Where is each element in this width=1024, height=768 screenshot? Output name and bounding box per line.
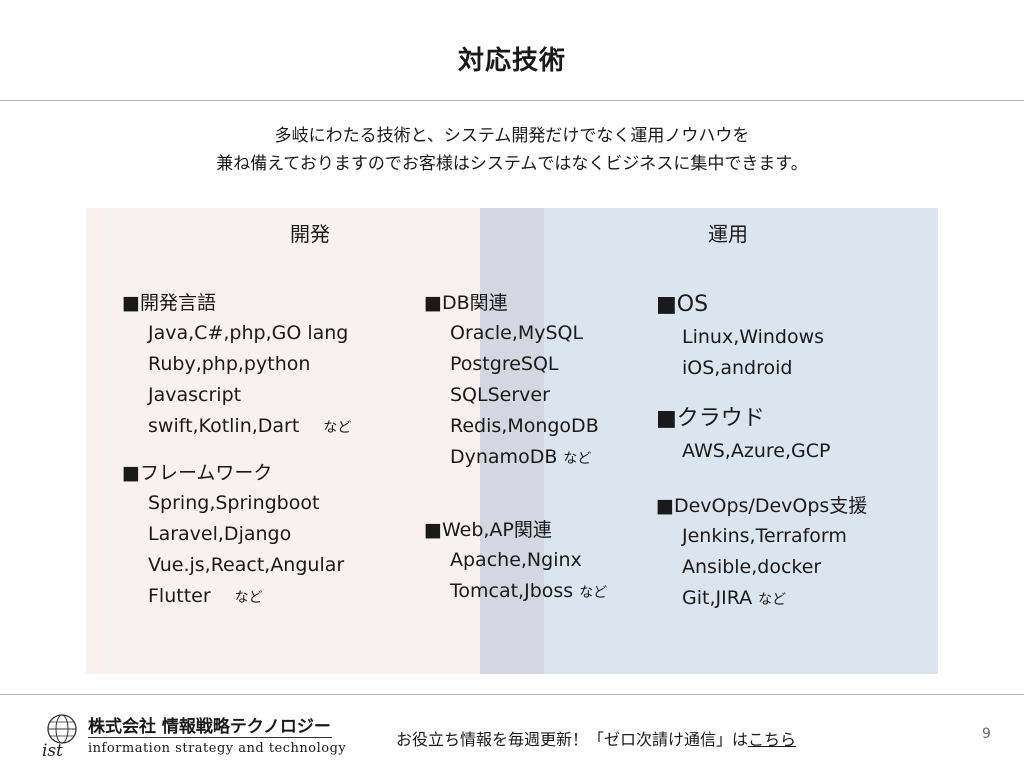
list-item: Ansible,docker	[682, 556, 822, 578]
list-item: Apache,Nginx	[450, 549, 582, 571]
company-name-en: information strategy and technology	[88, 741, 347, 756]
list-item-text: DynamoDB	[450, 446, 558, 468]
list-item: Javascript	[148, 384, 242, 406]
list-item: DynamoDB など	[424, 442, 607, 475]
cloud-group: ■クラウド AWS,Azure,GCP	[656, 402, 867, 467]
etc-suffix: など	[323, 420, 352, 436]
languages-title: ■開発言語	[122, 292, 216, 314]
list-item-text: Tomcat,Jboss	[450, 580, 574, 602]
page-number: 9	[982, 726, 991, 742]
etc-suffix: など	[234, 590, 263, 606]
ops-panel-label: 運用	[708, 222, 748, 246]
title-divider	[0, 100, 1024, 101]
os-group: ■OS Linux,Windows iOS,android	[656, 288, 867, 384]
middle-column: ■DB関連 Oracle,MySQL PostgreSQL SQLServer …	[424, 288, 607, 623]
list-item: Flutter など	[122, 581, 351, 614]
frameworks-title: ■フレームワーク	[122, 462, 273, 484]
cloud-title: ■クラウド	[656, 406, 765, 431]
intro-text: 多岐にわたる技術と、システム開発だけでなく運用ノウハウを 兼ね備えておりますので…	[0, 122, 1024, 178]
web-group: ■Web,AP関連 Apache,Nginx Tomcat,Jboss など	[424, 515, 607, 609]
db-title: ■DB関連	[424, 292, 508, 314]
list-item: Redis,MongoDB	[450, 415, 599, 437]
devops-title: ■DevOps/DevOps支援	[656, 495, 868, 517]
etc-suffix: など	[563, 451, 592, 467]
ops-panel	[480, 208, 938, 674]
panel-overlap	[480, 208, 544, 674]
company-underline	[88, 737, 332, 738]
intro-line-2: 兼ね備えておりますのでお客様はシステムではなくビジネスに集中できます。	[216, 154, 808, 174]
intro-line-1: 多岐にわたる技術と、システム開発だけでなく運用ノウハウを	[274, 126, 750, 146]
list-item: iOS,android	[682, 357, 793, 379]
list-item-text: Flutter	[148, 585, 211, 607]
list-item-text: Git,JIRA	[682, 587, 753, 609]
newsletter-link[interactable]: こちら	[748, 730, 797, 749]
footer-message: お役立ち情報を毎週更新！「ゼロ次請け通信」はこちら	[396, 726, 796, 750]
list-item: Git,JIRA など	[656, 583, 867, 616]
company-logo-icon: ist	[42, 714, 77, 758]
frameworks-group: ■フレームワーク Spring,Springboot Laravel,Djang…	[122, 458, 351, 614]
footer-divider	[0, 694, 1024, 695]
list-item: Oracle,MySQL	[450, 322, 584, 344]
web-title: ■Web,AP関連	[424, 519, 552, 541]
languages-group: ■開発言語 Java,C#,php,GO lang Ruby,php,pytho…	[122, 288, 351, 444]
footer-message-text: お役立ち情報を毎週更新！「ゼロ次請け通信」は	[396, 730, 749, 749]
etc-suffix: など	[758, 592, 787, 608]
list-item: Jenkins,Terraform	[682, 525, 847, 547]
list-item: Ruby,php,python	[148, 353, 311, 375]
devops-group: ■DevOps/DevOps支援 Jenkins,Terraform Ansib…	[656, 491, 867, 616]
dev-panel-label: 開発	[290, 222, 330, 246]
etc-suffix: など	[579, 585, 608, 601]
page-title: 対応技術	[457, 46, 566, 76]
list-item: Vue.js,React,Angular	[148, 554, 345, 576]
ops-column: ■OS Linux,Windows iOS,android ■クラウド AWS,…	[656, 288, 867, 630]
list-item: Spring,Springboot	[148, 492, 320, 514]
list-item: Java,C#,php,GO lang	[148, 322, 349, 344]
list-item: AWS,Azure,GCP	[682, 440, 831, 462]
list-item-text: swift,Kotlin,Dart	[148, 415, 300, 437]
logo-text: ist	[42, 741, 63, 758]
company-name-jp: 株式会社 情報戦略テクノロジー	[88, 717, 331, 737]
list-item: swift,Kotlin,Dart など	[122, 411, 351, 444]
list-item: Linux,Windows	[682, 326, 825, 348]
list-item: PostgreSQL	[450, 353, 559, 375]
os-title: ■OS	[656, 292, 709, 317]
list-item: SQLServer	[450, 384, 550, 406]
list-item: Tomcat,Jboss など	[424, 576, 607, 609]
db-group: ■DB関連 Oracle,MySQL PostgreSQL SQLServer …	[424, 288, 607, 475]
list-item: Laravel,Django	[148, 523, 292, 545]
dev-panel	[86, 208, 544, 674]
dev-column: ■開発言語 Java,C#,php,GO lang Ruby,php,pytho…	[122, 288, 351, 628]
